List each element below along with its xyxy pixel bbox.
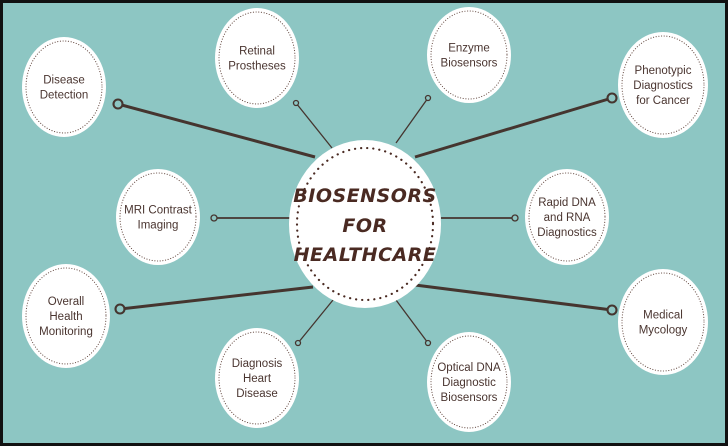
node-label-line: Prostheses	[228, 61, 286, 73]
connector-line-enzyme-biosensors	[395, 97, 429, 144]
center-node: BIOSENSORS FOR HEALTHCARE	[289, 140, 441, 308]
node-dotted-ring	[430, 335, 508, 429]
connector-end-circle	[292, 99, 300, 107]
connector-line-optical-dna-biosensors	[395, 299, 429, 344]
node-label-line: Mycology	[639, 325, 688, 337]
node-dotted-ring	[621, 35, 705, 135]
node-ellipse	[22, 264, 110, 368]
connector-line-disease-detection	[117, 102, 316, 159]
node-dotted-ring	[218, 11, 296, 105]
center-dotted-ring	[295, 146, 435, 302]
node-label-line: Diagnosis	[232, 358, 283, 370]
connector-end-circle	[112, 98, 124, 110]
node-ellipse	[22, 37, 106, 137]
node-label-line: Enzyme	[448, 43, 490, 55]
node-dotted-ring	[119, 172, 197, 262]
node-label-line: Disease	[43, 75, 85, 87]
node-label-line: Phenotypic	[635, 65, 692, 77]
node-label-line: Disease	[236, 388, 278, 400]
node-label-line: Diagnostics	[537, 227, 597, 239]
node-dotted-ring	[218, 331, 296, 425]
connector-line-retinal-prostheses	[295, 102, 333, 149]
node-ellipse	[618, 32, 708, 138]
connector-end-circle	[210, 214, 218, 222]
connector-line-overall-health-monitoring	[119, 285, 314, 311]
node-dotted-ring	[25, 40, 103, 134]
node-label-line: Detection	[40, 90, 89, 102]
node-ellipse	[618, 269, 708, 375]
connector-end-circle	[424, 94, 432, 102]
node-ellipse	[427, 332, 511, 432]
node-label-line: Diagnostic	[442, 377, 496, 389]
center-title-line: BIOSENSORS	[293, 185, 436, 207]
node-ellipse	[215, 328, 299, 428]
node-label-line: Optical DNA	[437, 362, 501, 374]
node-dotted-ring	[430, 10, 508, 100]
node-dotted-ring	[528, 172, 606, 262]
connector-end-circle	[606, 92, 618, 104]
center-title-line: HEALTHCARE	[294, 244, 437, 266]
node-dotted-ring	[25, 267, 107, 365]
connector-end-circle	[511, 214, 519, 222]
connector-line-diagnosis-heart-disease	[297, 299, 334, 344]
connector-end-circle	[294, 339, 302, 347]
connector-end-circle	[114, 303, 126, 315]
node-label-line: Health	[49, 311, 82, 323]
node-label-line: Medical	[643, 310, 683, 322]
node-label-line: Imaging	[138, 220, 179, 232]
node-rapid-dna-rna: Rapid DNA and RNA Diagnostics	[525, 169, 609, 265]
node-label-line: Overall	[48, 296, 84, 308]
connector-line-medical-mycology	[414, 283, 613, 312]
node-label-line: and RNA	[544, 212, 591, 224]
node-label-line: Biosensors	[441, 58, 498, 70]
node-label-line: Heart	[243, 373, 272, 385]
node-label-line: Biosensors	[441, 392, 498, 404]
node-label-line: Monitoring	[39, 326, 93, 338]
center-ellipse	[289, 140, 441, 308]
node-ellipse	[116, 169, 200, 265]
node-label-line: MRI Contrast	[124, 205, 193, 217]
node-ellipse	[215, 8, 299, 108]
node-dotted-ring	[621, 272, 705, 372]
node-ellipse	[525, 169, 609, 265]
node-ellipse	[427, 7, 511, 103]
node-label-line: Retinal	[239, 46, 275, 58]
node-label-line: for Cancer	[636, 95, 690, 107]
connector-line-phenotypic-diagnostics	[414, 96, 613, 159]
node-label-line: Rapid DNA	[538, 197, 596, 209]
connector-end-circle	[424, 339, 432, 347]
center-title-line: FOR	[342, 215, 387, 237]
node-label-line: Diagnostics	[633, 80, 693, 92]
connector-end-circle	[606, 304, 618, 316]
